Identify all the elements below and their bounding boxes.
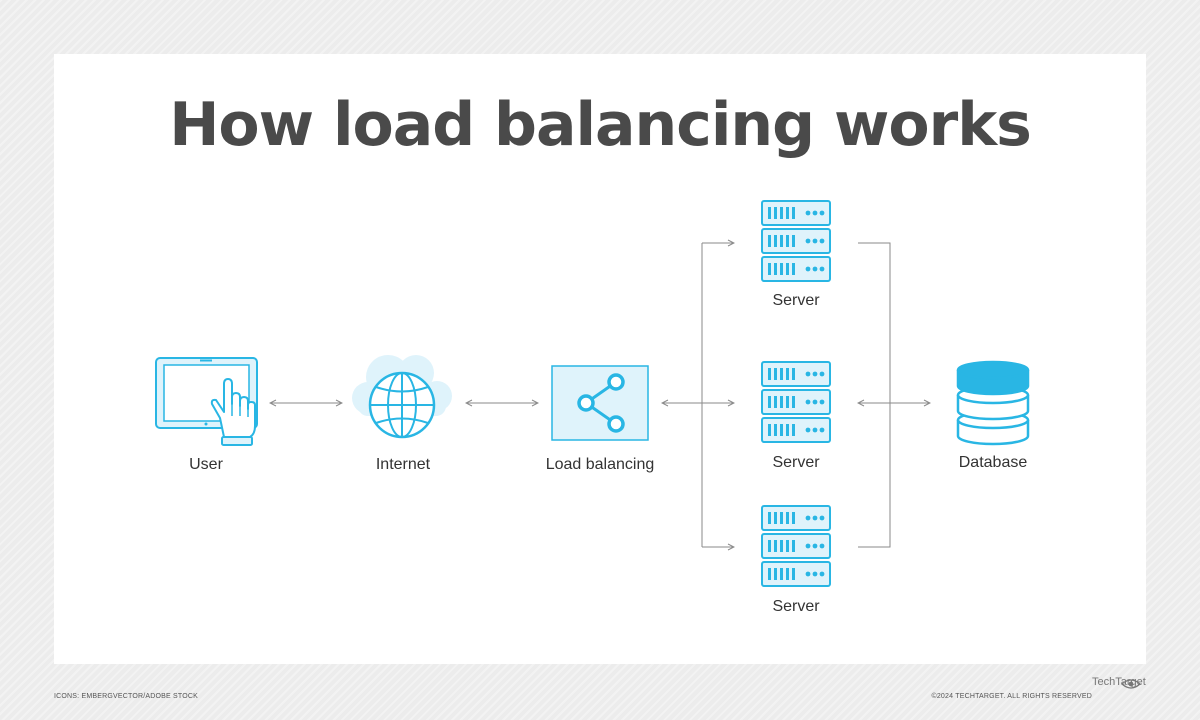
techtarget-eye-icon (1121, 679, 1141, 689)
icons-credit: ICONS: EMBERGVECTOR/ADOBE STOCK (54, 693, 199, 700)
node-label-server-middle: Server (772, 454, 820, 471)
node-label-server-bottom: Server (772, 598, 820, 615)
brand-logo-text: TechTarget (1092, 676, 1146, 688)
node-label-database: Database (958, 454, 1028, 471)
globe-cloud-icon (352, 355, 452, 439)
connectors (270, 243, 930, 547)
node-label-server-top: Server (772, 292, 820, 309)
server-middle-icon (761, 361, 831, 443)
node-label-load-balancer: Load balancing (545, 456, 655, 473)
server-bottom-icon (761, 505, 831, 587)
tablet-touch-icon (155, 357, 258, 446)
servers-database-bus (858, 242, 891, 548)
database-icon (956, 360, 1030, 446)
share-node-icon (551, 365, 649, 441)
server-top-icon (761, 200, 831, 282)
node-label-user: User (189, 456, 223, 473)
copyright-notice: ©2024 TECHTARGET. ALL RIGHTS RESERVED (931, 693, 1092, 700)
node-label-internet: Internet (375, 456, 431, 473)
page-title: How load balancing works (169, 90, 1032, 160)
